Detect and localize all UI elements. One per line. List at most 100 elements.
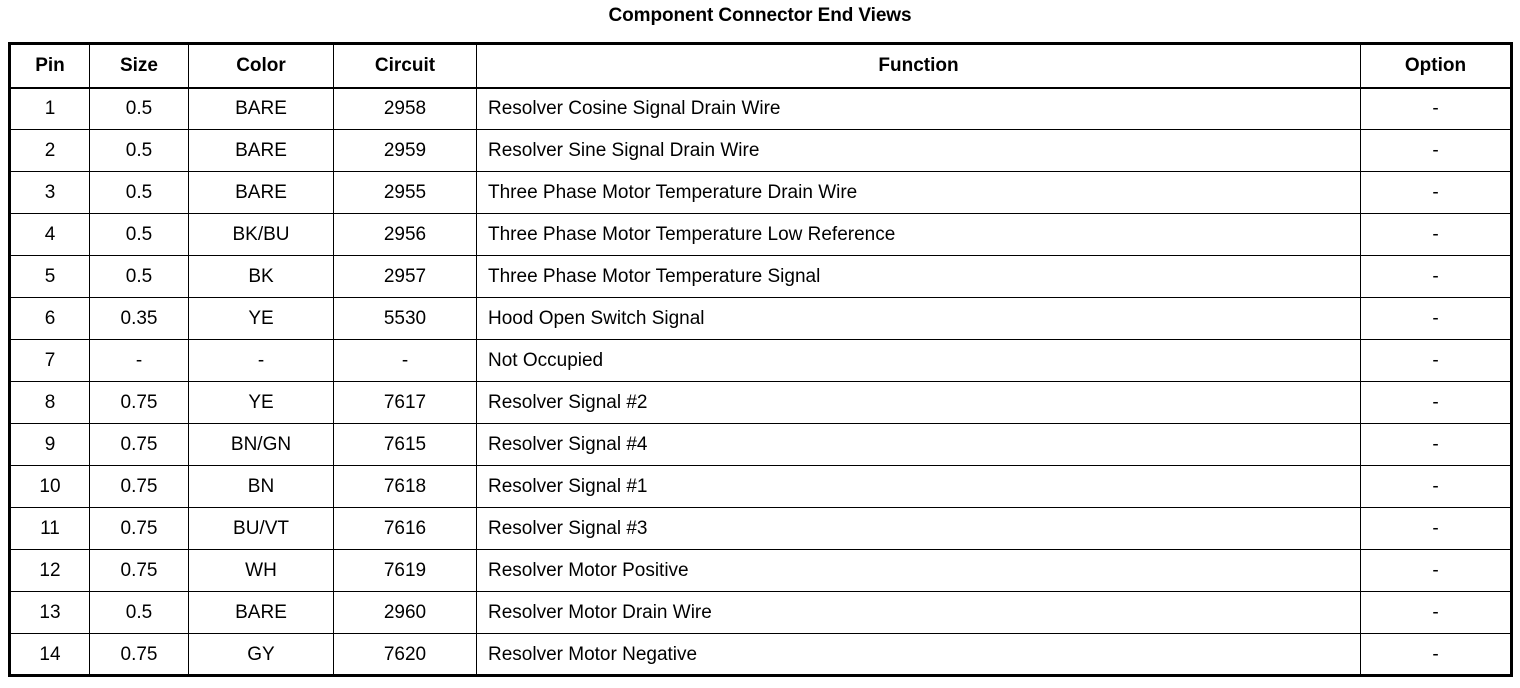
cell-color: -: [188, 339, 334, 382]
cell-option: -: [1360, 591, 1512, 634]
cell-color: BARE: [188, 171, 334, 214]
cell-size: 0.75: [89, 507, 189, 550]
cell-function: Resolver Motor Negative: [476, 633, 1361, 676]
cell-circuit: 2958: [333, 87, 477, 130]
cell-color: BK: [188, 255, 334, 298]
cell-size: 0.75: [89, 381, 189, 424]
column-header-function: Function: [476, 43, 1361, 89]
cell-color: BK/BU: [188, 213, 334, 256]
cell-pin: 6: [9, 297, 90, 340]
cell-option: -: [1360, 633, 1512, 676]
cell-circuit: 2959: [333, 129, 477, 172]
cell-color: WH: [188, 549, 334, 592]
cell-circuit: 7617: [333, 381, 477, 424]
cell-color: BU/VT: [188, 507, 334, 550]
cell-size: 0.5: [89, 129, 189, 172]
cell-function: Resolver Signal #3: [476, 507, 1361, 550]
cell-size: 0.75: [89, 633, 189, 676]
column-header-size: Size: [89, 43, 189, 89]
cell-size: 0.35: [89, 297, 189, 340]
cell-option: -: [1360, 423, 1512, 466]
cell-option: -: [1360, 129, 1512, 172]
cell-pin: 1: [9, 87, 90, 130]
cell-circuit: 2956: [333, 213, 477, 256]
cell-function: Resolver Signal #2: [476, 381, 1361, 424]
column-header-circuit: Circuit: [333, 43, 477, 89]
table-header-row: Pin Size Color Circuit Function Option: [9, 43, 1512, 89]
cell-circuit: 7615: [333, 423, 477, 466]
cell-function: Resolver Signal #1: [476, 465, 1361, 508]
cell-option: -: [1360, 465, 1512, 508]
column-header-option: Option: [1360, 43, 1512, 89]
cell-circuit: 7620: [333, 633, 477, 676]
cell-size: 0.5: [89, 213, 189, 256]
cell-option: -: [1360, 549, 1512, 592]
cell-color: BN: [188, 465, 334, 508]
connector-table-container: Pin Size Color Circuit Function Option 1…: [8, 42, 1513, 677]
cell-circuit: 2960: [333, 591, 477, 634]
connector-pinout-table: Pin Size Color Circuit Function Option 1…: [8, 42, 1513, 677]
cell-option: -: [1360, 87, 1512, 130]
cell-option: -: [1360, 507, 1512, 550]
cell-pin: 13: [9, 591, 90, 634]
cell-function: Resolver Signal #4: [476, 423, 1361, 466]
cell-option: -: [1360, 381, 1512, 424]
cell-circuit: 5530: [333, 297, 477, 340]
cell-size: 0.75: [89, 465, 189, 508]
cell-option: -: [1360, 297, 1512, 340]
cell-circuit: 7618: [333, 465, 477, 508]
cell-size: -: [89, 339, 189, 382]
cell-pin: 4: [9, 213, 90, 256]
cell-function: Three Phase Motor Temperature Signal: [476, 255, 1361, 298]
cell-color: BARE: [188, 591, 334, 634]
cell-function: Three Phase Motor Temperature Low Refere…: [476, 213, 1361, 256]
cell-pin: 2: [9, 129, 90, 172]
column-header-pin: Pin: [9, 43, 90, 89]
cell-circuit: 2957: [333, 255, 477, 298]
cell-pin: 12: [9, 549, 90, 592]
page-title: Component Connector End Views: [608, 5, 912, 26]
cell-size: 0.5: [89, 591, 189, 634]
cell-circuit: -: [333, 339, 477, 382]
cell-color: BARE: [188, 129, 334, 172]
cell-pin: 10: [9, 465, 90, 508]
cell-function: Resolver Motor Drain Wire: [476, 591, 1361, 634]
cell-circuit: 7616: [333, 507, 477, 550]
cell-size: 0.75: [89, 549, 189, 592]
cell-size: 0.75: [89, 423, 189, 466]
cell-size: 0.5: [89, 87, 189, 130]
cell-option: -: [1360, 255, 1512, 298]
table-row: 7---Not Occupied-: [9, 339, 1512, 382]
cell-function: Resolver Cosine Signal Drain Wire: [476, 87, 1361, 130]
cell-circuit: 7619: [333, 549, 477, 592]
cell-function: Not Occupied: [476, 339, 1361, 382]
cell-pin: 11: [9, 507, 90, 550]
cell-option: -: [1360, 171, 1512, 214]
cell-pin: 8: [9, 381, 90, 424]
cell-size: 0.5: [89, 171, 189, 214]
cell-size: 0.5: [89, 255, 189, 298]
cell-function: Three Phase Motor Temperature Drain Wire: [476, 171, 1361, 214]
cell-color: BN/GN: [188, 423, 334, 466]
cell-pin: 5: [9, 255, 90, 298]
cell-pin: 3: [9, 171, 90, 214]
cell-function: Resolver Sine Signal Drain Wire: [476, 129, 1361, 172]
cell-function: Hood Open Switch Signal: [476, 297, 1361, 340]
column-header-color: Color: [188, 43, 334, 89]
cell-pin: 7: [9, 339, 90, 382]
cell-function: Resolver Motor Positive: [476, 549, 1361, 592]
